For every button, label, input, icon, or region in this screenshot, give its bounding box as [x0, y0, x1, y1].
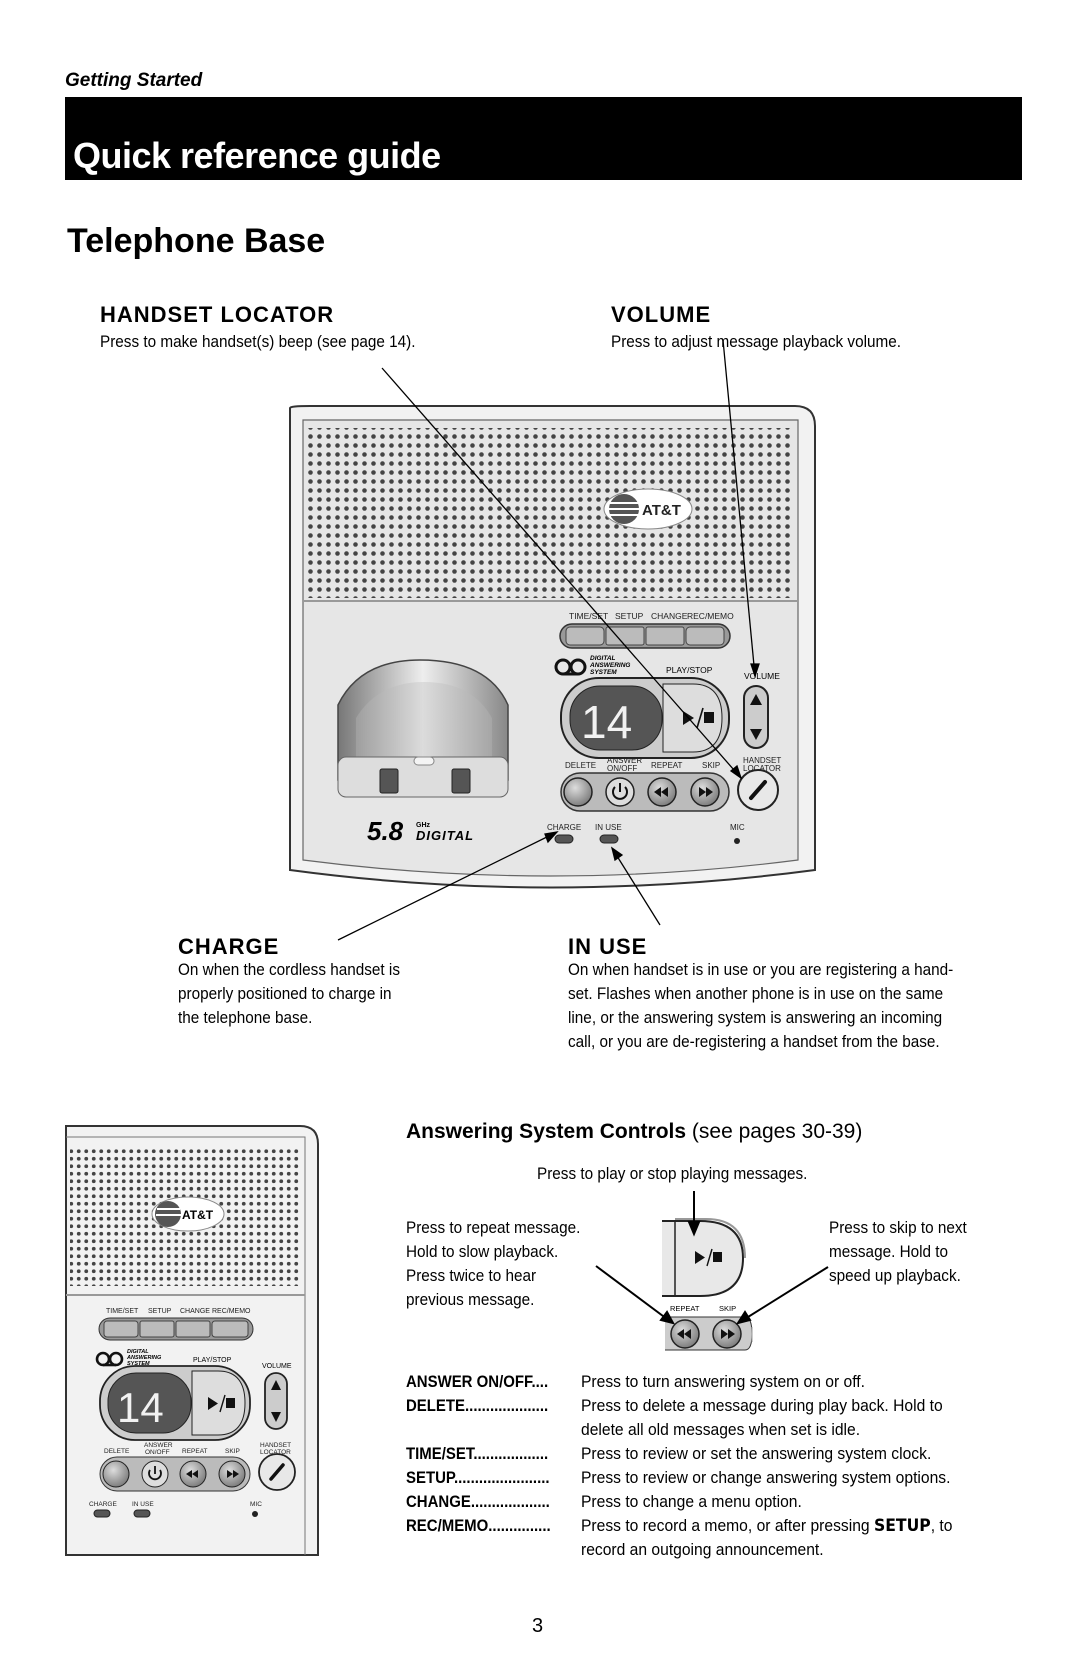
svg-text:DIGITAL: DIGITAL [590, 655, 616, 662]
svg-text:TIME/SET: TIME/SET [106, 1308, 139, 1315]
volume-desc: Press to adjust message playback volume. [611, 332, 901, 351]
svg-text:VOLUME: VOLUME [262, 1363, 292, 1370]
charge-title: CHARGE [178, 934, 280, 959]
delete-label: DELETE [565, 761, 596, 770]
rec-memo-label: REC/MEMO [687, 611, 734, 621]
handset-cradle [337, 659, 509, 781]
message-counter-display [569, 685, 663, 751]
svg-text:GHz: GHz [416, 822, 431, 829]
svg-text:REPEAT: REPEAT [182, 1448, 208, 1455]
brand-frequency: 5.8 [367, 816, 404, 846]
play-stop-note: Press to play or stop playing messages. [537, 1164, 808, 1183]
section-label: Getting Started [65, 70, 203, 91]
brand-word: DIGITAL [416, 828, 474, 843]
volume-label: VOLUME [744, 671, 780, 681]
repeat-note: Press to repeat message. Hold to slow pl… [406, 1218, 581, 1309]
play-skip-detail-illustration: REPEAT SKIP [662, 1218, 753, 1351]
in-use-indicator-label: IN USE [595, 823, 622, 832]
change-button[interactable] [645, 626, 685, 646]
svg-text:CHARGE: CHARGE [89, 1501, 117, 1508]
svg-text:REC/MEMO: REC/MEMO [212, 1308, 251, 1315]
digital-answering-system-icon: DIGITAL ANSWERING SYSTEM [554, 655, 630, 676]
volume-title: VOLUME [611, 302, 712, 327]
play-stop-label: PLAY/STOP [666, 665, 713, 675]
repeat-detail-label: REPEAT [670, 1304, 700, 1313]
svg-text:14: 14 [117, 1384, 164, 1431]
in-use-title: IN USE [568, 934, 648, 959]
mic-icon [734, 838, 740, 844]
svg-text:ON/OFF: ON/OFF [145, 1449, 170, 1456]
svg-text:AT&T: AT&T [182, 1208, 214, 1222]
handset-locator-title: HANDSET LOCATOR [100, 302, 335, 327]
svg-text:ON/OFF: ON/OFF [607, 764, 637, 773]
charge-indicator-label: CHARGE [547, 823, 581, 832]
rec-memo-button[interactable] [685, 626, 725, 646]
svg-text:HANDSET: HANDSET [260, 1442, 291, 1449]
svg-text:ANSWERING: ANSWERING [589, 662, 630, 669]
svg-text:HANDSET: HANDSET [743, 756, 781, 765]
message-count: 14 [581, 696, 632, 748]
time-set-button[interactable] [565, 626, 605, 646]
svg-text:DIGITAL: DIGITAL [127, 1349, 149, 1355]
answering-system-panel-illustration: AT&T TIME/SET SETUP CHANGE REC/MEMO DIGI… [65, 1125, 319, 1556]
time-set-label: TIME/SET [569, 611, 608, 621]
svg-text:SYSTEM: SYSTEM [590, 669, 617, 676]
page-title: Quick reference guide [73, 135, 441, 176]
in-use-desc: On when handset is in use or you are reg… [568, 960, 954, 1051]
charging-contact [451, 768, 471, 794]
skip-detail-label: SKIP [719, 1304, 736, 1313]
att-logo: AT&T [603, 488, 693, 530]
svg-text:SETUP: SETUP [148, 1308, 172, 1315]
svg-text:DELETE: DELETE [104, 1448, 130, 1455]
delete-button[interactable] [563, 777, 593, 807]
volume-button[interactable] [743, 685, 769, 749]
volume-down-icon [750, 729, 762, 740]
skip-note: Press to skip to next message. Hold to s… [829, 1218, 967, 1285]
svg-text:LOCATOR: LOCATOR [260, 1449, 291, 1456]
power-icon [612, 786, 628, 800]
handset-locator-desc: Press to make handset(s) beep (see page … [100, 332, 416, 351]
volume-up-icon [750, 694, 762, 705]
svg-text:LOCATOR: LOCATOR [743, 764, 781, 773]
answering-controls-heading: Answering System Controls (see pages 30-… [406, 1120, 863, 1143]
in-use-led [599, 834, 619, 844]
section-heading: Telephone Base [67, 222, 326, 260]
change-label: CHANGE [651, 611, 688, 621]
svg-text:ANSWER: ANSWER [144, 1442, 173, 1449]
charge-led [554, 834, 574, 844]
att-logo-text: AT&T [642, 502, 681, 519]
svg-text:SYSTEM: SYSTEM [127, 1361, 150, 1367]
title-bar: Quick reference guide [65, 97, 1022, 180]
skip-label: SKIP [702, 761, 720, 770]
mic-label: MIC [730, 823, 745, 832]
svg-text:MIC: MIC [250, 1501, 262, 1508]
svg-text:IN USE: IN USE [132, 1501, 154, 1508]
svg-text:PLAY/STOP: PLAY/STOP [193, 1357, 232, 1364]
stop-icon [704, 712, 714, 723]
repeat-label: REPEAT [651, 761, 683, 770]
svg-text:SKIP: SKIP [225, 1448, 240, 1455]
page-number: 3 [532, 1615, 544, 1637]
charging-contact [379, 768, 399, 794]
svg-text:ANSWER: ANSWER [607, 756, 642, 765]
svg-text:ANSWERING: ANSWERING [126, 1355, 162, 1361]
svg-text:CHANGE: CHANGE [180, 1308, 210, 1315]
handset-icon [749, 780, 767, 800]
setup-label: SETUP [615, 611, 644, 621]
charge-desc: On when the cordless handset is properly… [178, 960, 400, 1027]
